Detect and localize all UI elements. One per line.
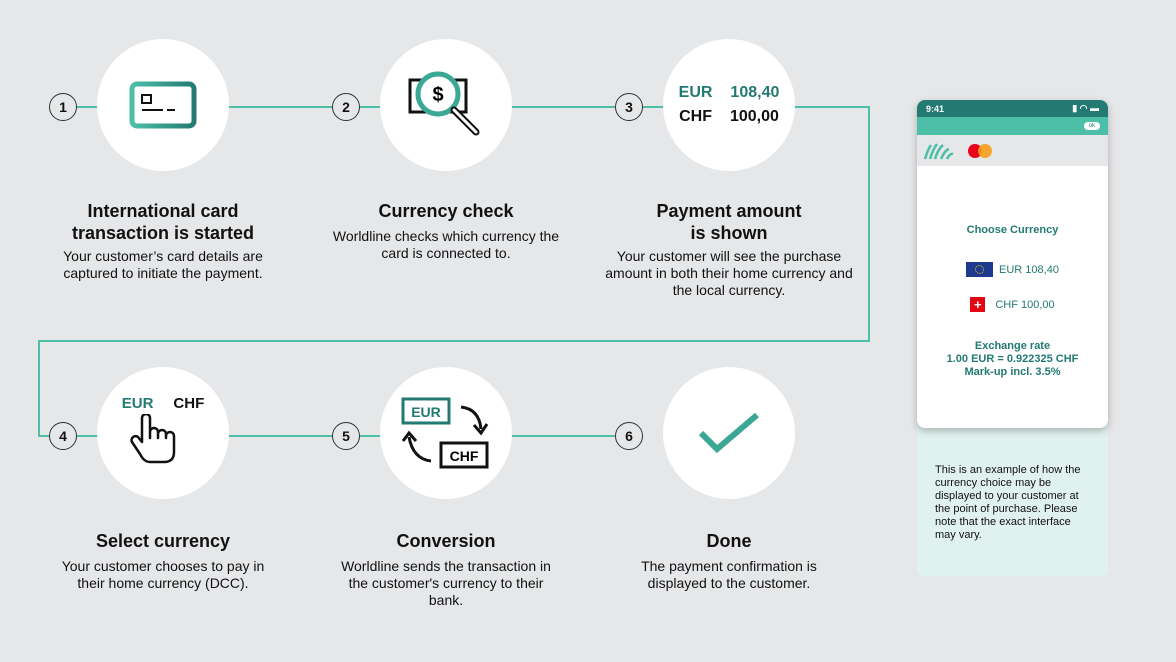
mastercard-logo-icon [968,143,992,158]
step-1-title: International card transaction is starte… [71,201,255,243]
step-6-number: 6 [615,422,643,450]
note-box: This is an example of how the currency c… [917,410,1108,576]
step-5-title: Conversion [396,531,496,551]
amount-value: 100,00 [729,108,779,125]
currency-option-chf-label: CHF 100,00 [995,298,1055,311]
hand-pointer-icon [130,413,176,463]
step-3-number: 3 [615,93,643,121]
markup-text: Mark-up incl. 3.5% [964,366,1061,378]
ok-button[interactable]: ok [1083,122,1100,130]
step-1-text: International card transaction is starte… [23,200,303,282]
exchange-icon: EUR CHF [401,397,489,469]
currency-option-eur[interactable]: EUR 108,40 [917,262,1108,277]
brand-bar [917,135,1108,166]
step-3-title: Payment amount is shown [656,201,802,243]
currency-option-eur-label: EUR 108,40 [999,263,1059,276]
step-3-description: Your customer will see the purchase amou… [605,248,853,298]
step-5-text: Conversion Worldline sends the transacti… [306,530,586,609]
step-5-description: Worldline sends the transaction in the c… [341,558,551,608]
exchange-rate-title: Exchange rate [974,340,1051,352]
step-1-number: 1 [49,93,77,121]
exchange-label-eur: EUR [411,404,441,420]
choose-currency-heading: Choose Currency [966,224,1059,236]
option-eur: EUR [121,394,154,412]
connector-line [868,106,870,342]
exchange-rate-value: 1.00 EUR = 0.922325 CHF [946,353,1079,365]
connector-line [38,340,870,342]
step-5-circle: EUR CHF [380,367,512,499]
step-6-text: Done The payment confirmation is display… [589,530,869,592]
amount-currency: CHF [679,108,712,125]
app-bar: ok [917,117,1108,135]
step-3-text: Payment amount is shown Your customer wi… [589,200,869,299]
step-4-title: Select currency [95,531,231,551]
connector-line [38,340,40,436]
step-4-description: Your customer chooses to pay in their ho… [61,558,265,591]
checkmark-icon [698,412,759,454]
exchange-label-chf: CHF [450,448,479,464]
eu-flag-icon [966,262,994,277]
step-2-number: 2 [332,93,360,121]
step-6-circle [663,367,795,499]
step-2-description: Worldline checks which currency the card… [332,228,560,261]
amount-currency: EUR [678,84,713,101]
step-1-description: Your customer’s card details are capture… [63,248,263,281]
step-2-text: Currency check Worldline checks which cu… [306,200,586,262]
status-icons: ▮ ◠ ▬ [1072,103,1099,113]
phone-mockup: 9:41 ▮ ◠ ▬ ok Choose Currency EUR 108,40… [917,100,1108,428]
step-5-number: 5 [332,422,360,450]
worldline-logo-icon [923,142,954,160]
step-3-circle: EUR 108,40 CHF 100,00 [663,39,795,171]
svg-text:$: $ [432,84,443,106]
step-2-title: Currency check [378,201,514,221]
credit-card-icon [129,81,197,129]
option-chf: CHF [173,394,205,412]
swiss-flag-icon: + [970,297,986,312]
step-1-circle [97,39,229,171]
amount-value: 108,40 [730,84,780,101]
currency-option-chf[interactable]: + CHF 100,00 [917,297,1108,312]
status-bar: 9:41 ▮ ◠ ▬ [917,100,1108,117]
step-6-description: The payment confirmation is displayed to… [641,558,817,591]
step-4-number: 4 [49,422,77,450]
step-4-text: Select currency Your customer chooses to… [23,530,303,592]
note-text: This is an example of how the currency c… [935,464,1081,541]
step-6-title: Done [706,531,752,551]
status-time: 9:41 [926,103,945,114]
step-4-circle: EUR CHF [97,367,229,499]
magnifier-dollar-icon: $ [408,71,480,136]
step-2-circle: $ [380,39,512,171]
